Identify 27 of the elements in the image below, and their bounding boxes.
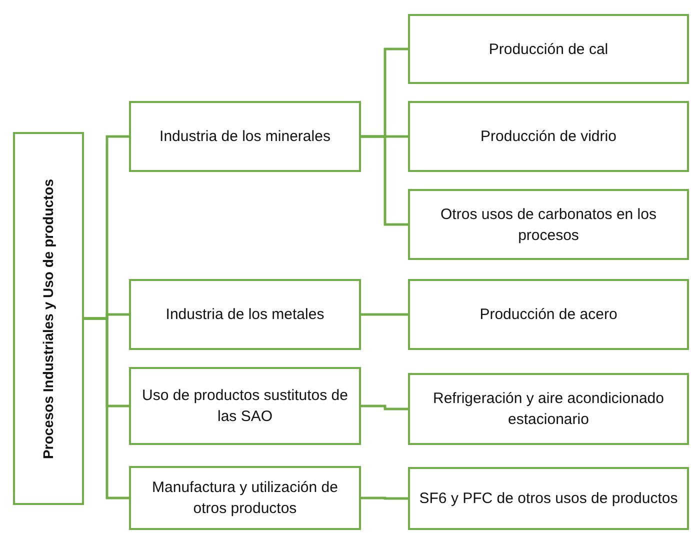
connector-line <box>84 317 129 500</box>
category-box <box>408 14 689 84</box>
box-label: Refrigeración y aire acondicionado estacionario <box>432 389 665 430</box>
box-label: Producción de acero <box>480 305 618 325</box>
connector-line <box>361 135 408 226</box>
category-box <box>129 279 361 350</box>
connector-line <box>361 496 408 500</box>
category-box <box>129 466 361 530</box>
box-label: Producción de cal <box>488 40 608 60</box>
box-label: Producción de vidrio <box>480 127 616 147</box>
box-label: SF6 y PFC de otros usos de productos <box>419 489 678 509</box>
box-label: Procesos Industriales y Uso de productos <box>38 178 57 459</box>
box-label: Industria de los metales <box>166 305 324 325</box>
connector-line <box>361 404 408 410</box>
category-box <box>13 132 84 505</box>
connector-line <box>361 313 408 316</box>
category-box <box>129 101 361 172</box>
box-label: Uso de productos sustitutos de las SAO <box>141 386 349 427</box>
category-box <box>408 373 689 445</box>
category-box <box>408 279 689 350</box>
box-label: Manufactura y utilización de otros productos <box>151 478 339 519</box>
category-box <box>408 467 689 530</box>
category-box <box>408 101 689 172</box>
category-box <box>408 189 689 260</box>
box-label: Industria de los minerales <box>160 127 330 147</box>
box-label: Otros usos de carbonatos en los procesos <box>440 204 658 246</box>
category-box <box>129 367 361 445</box>
